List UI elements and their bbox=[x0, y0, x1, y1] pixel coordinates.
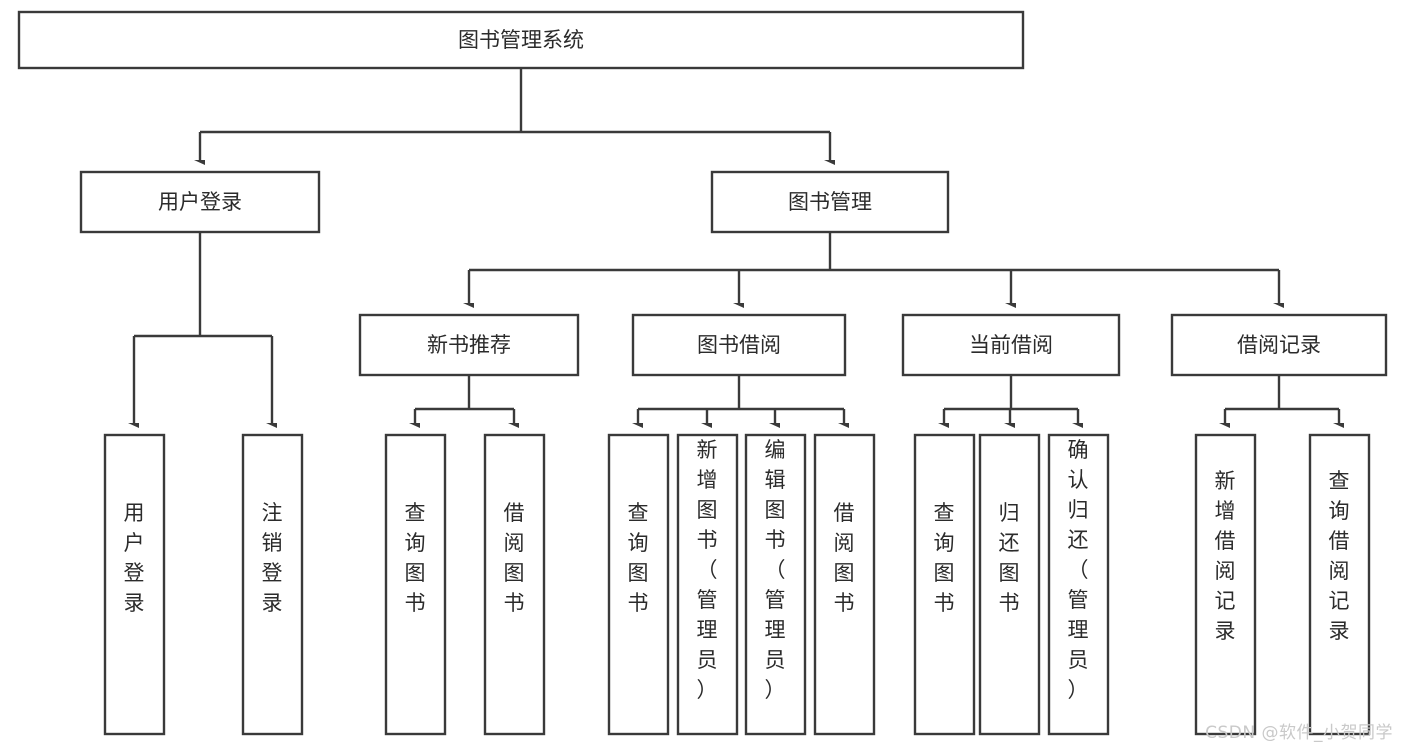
node-leaf-add-book[interactable]: 新增图书（管理员） bbox=[676, 433, 739, 736]
node-leaf-query-book-1[interactable]: 查询图书 bbox=[384, 433, 447, 736]
node-user-login-label: 用户登录 bbox=[158, 190, 242, 214]
node-leaf-query-book-2[interactable]: 查询图书 bbox=[607, 433, 670, 736]
node-leaf-borrow-book-1-label: 借阅图书 bbox=[504, 501, 525, 615]
node-new-book-recommend[interactable]: 新书推荐 bbox=[358, 313, 580, 377]
node-leaf-query-book-2-box bbox=[607, 433, 670, 736]
node-leaf-query-book-3-label: 查询图书 bbox=[934, 501, 955, 615]
node-leaf-edit-book-label: 编辑图书（管理员） bbox=[765, 438, 786, 702]
node-leaf-logout-box bbox=[241, 433, 304, 736]
node-leaf-logout-label: 注销登录 bbox=[262, 501, 283, 615]
node-book-management-label: 图书管理 bbox=[788, 190, 872, 214]
node-leaf-user-login-label: 用户登录 bbox=[124, 501, 145, 615]
node-leaf-query-book-2-label: 查询图书 bbox=[628, 501, 649, 615]
node-leaf-borrow-book-2[interactable]: 借阅图书 bbox=[813, 433, 876, 736]
node-book-management-box bbox=[710, 170, 950, 234]
node-root-label: 图书管理系统 bbox=[458, 28, 584, 52]
node-leaf-user-login-box bbox=[103, 433, 166, 736]
node-leaf-query-book-3-box bbox=[913, 433, 976, 736]
node-leaf-borrow-book-2-box bbox=[813, 433, 876, 736]
node-user-login[interactable]: 用户登录 bbox=[79, 170, 321, 234]
node-borrow-record[interactable]: 借阅记录 bbox=[1170, 313, 1388, 377]
node-leaf-return-book[interactable]: 归还图书 bbox=[978, 433, 1041, 736]
node-user-login-box bbox=[79, 170, 321, 234]
node-leaf-add-record-box bbox=[1194, 433, 1257, 736]
node-leaf-confirm-return-label: 确认归还（管理员） bbox=[1068, 438, 1089, 702]
node-leaf-logout[interactable]: 注销登录 bbox=[241, 433, 304, 736]
node-leaf-query-book-1-label: 查询图书 bbox=[405, 501, 426, 615]
node-leaf-query-book-3[interactable]: 查询图书 bbox=[913, 433, 976, 736]
node-borrow-record-box bbox=[1170, 313, 1388, 377]
node-current-borrow-label: 当前借阅 bbox=[969, 333, 1053, 357]
node-borrow-record-label: 借阅记录 bbox=[1237, 333, 1321, 357]
node-root-box bbox=[17, 10, 1025, 70]
node-leaf-borrow-book-1[interactable]: 借阅图书 bbox=[483, 433, 546, 736]
node-leaf-borrow-book-2-label: 借阅图书 bbox=[834, 501, 855, 615]
node-leaf-query-record-label: 查询借阅记录 bbox=[1329, 469, 1350, 643]
node-root[interactable]: 图书管理系统 bbox=[17, 10, 1025, 70]
node-leaf-user-login[interactable]: 用户登录 bbox=[103, 433, 166, 736]
node-leaf-add-record-label: 新增借阅记录 bbox=[1215, 469, 1236, 643]
node-new-book-recommend-label: 新书推荐 bbox=[427, 333, 511, 357]
node-current-borrow-box bbox=[901, 313, 1121, 377]
node-leaf-confirm-return[interactable]: 确认归还（管理员） bbox=[1047, 433, 1110, 736]
node-leaf-confirm-return-box bbox=[1047, 433, 1110, 736]
node-leaf-add-record[interactable]: 新增借阅记录 bbox=[1194, 433, 1257, 736]
node-current-borrow[interactable]: 当前借阅 bbox=[901, 313, 1121, 377]
connector-lines bbox=[134, 68, 1339, 423]
node-leaf-add-book-box bbox=[676, 433, 739, 736]
node-book-borrow-label: 图书借阅 bbox=[697, 333, 781, 357]
node-new-book-recommend-box bbox=[358, 313, 580, 377]
node-book-management[interactable]: 图书管理 bbox=[710, 170, 950, 234]
node-leaf-query-book-1-box bbox=[384, 433, 447, 736]
node-leaf-add-book-label: 新增图书（管理员） bbox=[697, 438, 718, 702]
node-leaf-edit-book[interactable]: 编辑图书（管理员） bbox=[744, 433, 807, 736]
node-book-borrow-box bbox=[631, 313, 847, 377]
node-leaf-return-book-box bbox=[978, 433, 1041, 736]
node-leaf-query-record-box bbox=[1308, 433, 1371, 736]
node-leaf-borrow-book-1-box bbox=[483, 433, 546, 736]
csdn-watermark: CSDN @软件_小贺同学 bbox=[1205, 723, 1393, 743]
node-book-borrow[interactable]: 图书借阅 bbox=[631, 313, 847, 377]
leaf-node-layer: 用户登录 注销登录 查询图书 借阅图书 查询图书 新增图书（管理员） bbox=[103, 433, 1371, 736]
node-leaf-query-record[interactable]: 查询借阅记录 bbox=[1308, 433, 1371, 736]
node-leaf-edit-book-box bbox=[744, 433, 807, 736]
node-leaf-return-book-label: 归还图书 bbox=[999, 501, 1020, 615]
